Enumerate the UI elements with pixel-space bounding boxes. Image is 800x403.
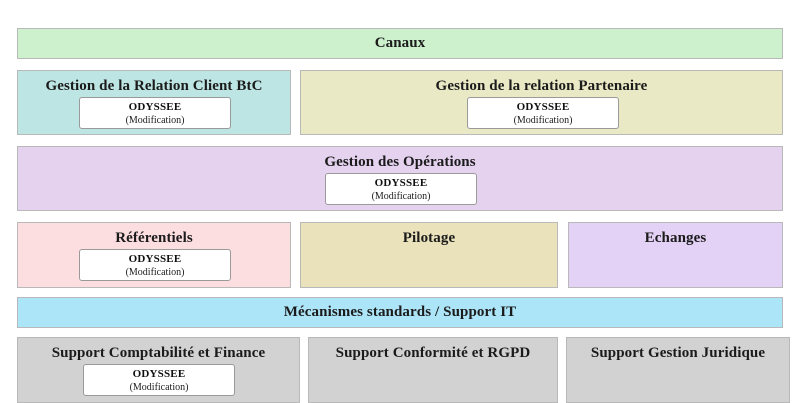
band-canaux[interactable]: Canaux <box>17 28 783 59</box>
odyssee-app-name: ODYSSEE <box>516 101 570 113</box>
band-support-gestion-juridique[interactable]: Support Gestion Juridique <box>566 337 790 403</box>
band-pilotage[interactable]: Pilotage <box>300 222 558 288</box>
odyssee-app-box-relation-client[interactable]: ODYSSEE (Modification) <box>79 97 231 129</box>
band-support-gestion-juridique-title: Support Gestion Juridique <box>590 345 766 361</box>
odyssee-app-box-referentiels[interactable]: ODYSSEE (Modification) <box>79 249 231 281</box>
band-support-comptabilite-finance-title: Support Comptabilité et Finance <box>51 345 266 361</box>
odyssee-app-state: (Modification) <box>513 114 573 126</box>
band-referentiels-title: Référentiels <box>115 230 193 246</box>
band-canaux-title: Canaux <box>374 34 426 51</box>
band-mecanismes-standards-support-it[interactable]: Mécanismes standards / Support IT <box>17 297 783 328</box>
band-mecanismes-standards-support-it-title: Mécanismes standards / Support IT <box>283 303 517 320</box>
band-relation-client-btc-title: Gestion de la Relation Client BtC <box>45 78 263 94</box>
band-referentiels[interactable]: Référentiels ODYSSEE (Modification) <box>17 222 291 288</box>
band-relation-partenaire[interactable]: Gestion de la relation Partenaire ODYSSE… <box>300 70 783 135</box>
odyssee-app-box-support-comptabilite[interactable]: ODYSSEE (Modification) <box>83 364 235 396</box>
band-gestion-des-operations-title: Gestion des Opérations <box>324 154 476 170</box>
odyssee-app-state: (Modification) <box>125 114 185 126</box>
band-echanges-title: Echanges <box>644 230 707 246</box>
band-support-comptabilite-finance[interactable]: Support Comptabilité et Finance ODYSSEE … <box>17 337 300 403</box>
band-echanges[interactable]: Echanges <box>568 222 783 288</box>
odyssee-app-name: ODYSSEE <box>128 101 182 113</box>
band-support-conformite-rgpd[interactable]: Support Conformité et RGPD <box>308 337 558 403</box>
band-support-conformite-rgpd-title: Support Conformité et RGPD <box>335 345 531 361</box>
odyssee-app-state: (Modification) <box>129 381 189 393</box>
odyssee-app-name: ODYSSEE <box>132 368 186 380</box>
band-relation-client-btc[interactable]: Gestion de la Relation Client BtC ODYSSE… <box>17 70 291 135</box>
band-gestion-des-operations[interactable]: Gestion des Opérations ODYSSEE (Modifica… <box>17 146 783 211</box>
odyssee-app-state: (Modification) <box>125 266 185 278</box>
odyssee-app-name: ODYSSEE <box>374 177 428 189</box>
band-pilotage-title: Pilotage <box>402 230 456 246</box>
odyssee-app-box-relation-partenaire[interactable]: ODYSSEE (Modification) <box>467 97 619 129</box>
odyssee-app-box-operations[interactable]: ODYSSEE (Modification) <box>325 173 477 205</box>
odyssee-app-name: ODYSSEE <box>128 253 182 265</box>
band-relation-partenaire-title: Gestion de la relation Partenaire <box>435 78 648 94</box>
odyssee-app-state: (Modification) <box>371 190 431 202</box>
